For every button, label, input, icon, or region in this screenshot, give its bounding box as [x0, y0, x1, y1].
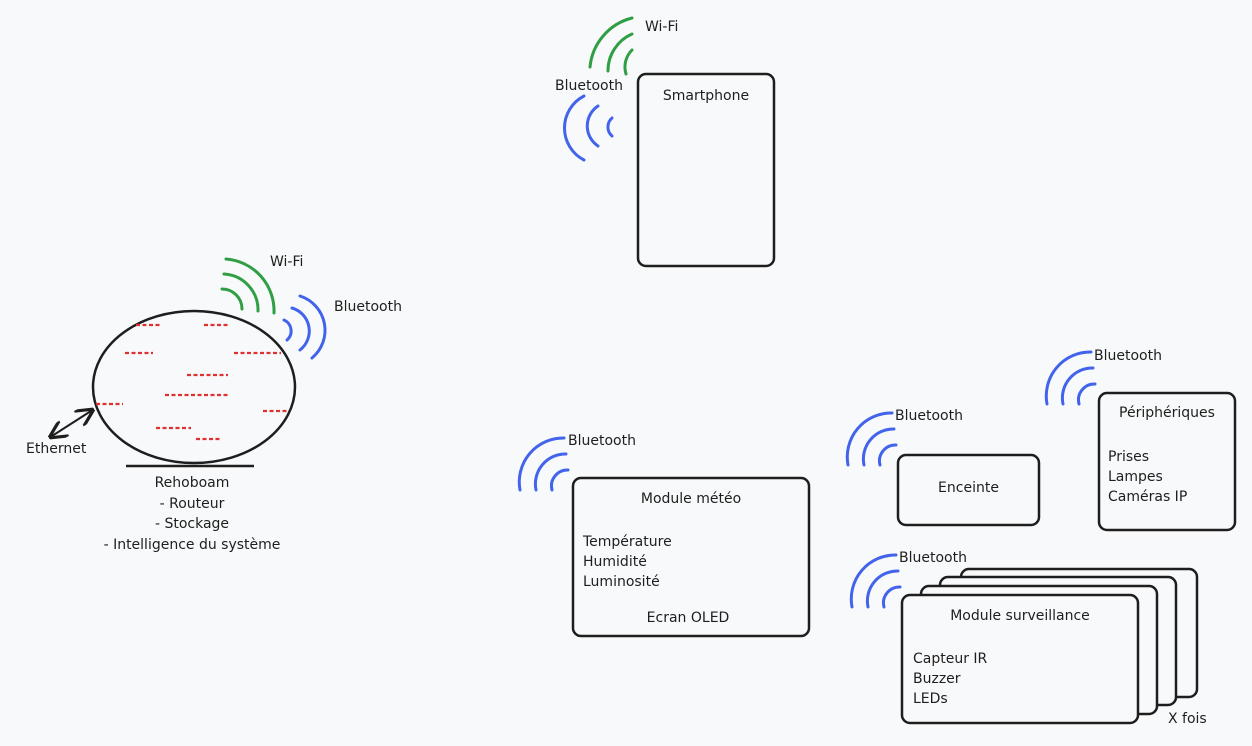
ethernet-label: Ethernet — [26, 441, 87, 457]
surveillance-stack — [900, 567, 1199, 725]
enceinte-bluetooth-icon — [845, 411, 898, 467]
meteo-footer: Ecran OLED — [646, 610, 730, 626]
rehoboam-bluetooth-icon — [282, 294, 327, 360]
rehoboam-ellipse — [91, 309, 297, 465]
smartphone-wifi-icon — [588, 16, 634, 76]
surveillance-bluetooth-label: Bluetooth — [899, 550, 967, 566]
surveillance-item: Buzzer — [913, 671, 961, 687]
smartphone-box — [636, 72, 776, 268]
meteo-bluetooth-label: Bluetooth — [568, 433, 636, 449]
meteo-item: Luminosité — [583, 574, 660, 590]
surveillance-multiplier: X fois — [1168, 711, 1207, 727]
smartphone-bluetooth-label: Bluetooth — [555, 78, 623, 94]
surveillance-item: Capteur IR — [913, 651, 988, 667]
rehoboam-caption-title: Rehoboam — [154, 475, 230, 491]
meteo-title: Module météo — [640, 491, 742, 507]
rehoboam-caption-line: - Stockage — [154, 516, 230, 532]
ethernet-arrow — [52, 411, 91, 436]
meteo-box — [571, 476, 811, 638]
peripheriques-item: Lampes — [1108, 469, 1163, 485]
peripheriques-item: Caméras IP — [1108, 489, 1188, 505]
smartphone-bluetooth-icon — [562, 94, 614, 162]
meteo-item: Température — [583, 534, 672, 550]
peripheriques-bluetooth-label: Bluetooth — [1094, 348, 1162, 364]
rehoboam-bluetooth-label: Bluetooth — [334, 299, 402, 315]
meteo-item: Humidité — [583, 554, 647, 570]
surveillance-box — [900, 593, 1140, 725]
smartphone-title: Smartphone — [662, 88, 750, 104]
enceinte-box — [896, 453, 1041, 527]
meteo-bluetooth-icon — [517, 436, 570, 492]
rehoboam-caption-line: - Intelligence du système — [103, 537, 281, 553]
surveillance-title: Module surveillance — [950, 608, 1090, 624]
enceinte-bluetooth-label: Bluetooth — [895, 408, 963, 424]
rehoboam-caption-line: - Routeur — [159, 496, 225, 512]
rehoboam-wifi-label: Wi-Fi — [270, 254, 304, 270]
rehoboam-wifi-icon — [220, 257, 276, 315]
smartphone-wifi-label: Wi-Fi — [645, 19, 679, 35]
peripheriques-item: Prises — [1108, 449, 1150, 465]
surveillance-item: LEDs — [913, 691, 948, 707]
peripheriques-bluetooth-icon — [1044, 350, 1097, 406]
rehoboam-data-dashes — [96, 323, 287, 441]
peripheriques-title: Périphériques — [1119, 405, 1215, 421]
enceinte-title: Enceinte — [938, 480, 999, 496]
surveillance-bluetooth-icon — [849, 553, 902, 609]
peripheriques-box — [1097, 391, 1237, 532]
